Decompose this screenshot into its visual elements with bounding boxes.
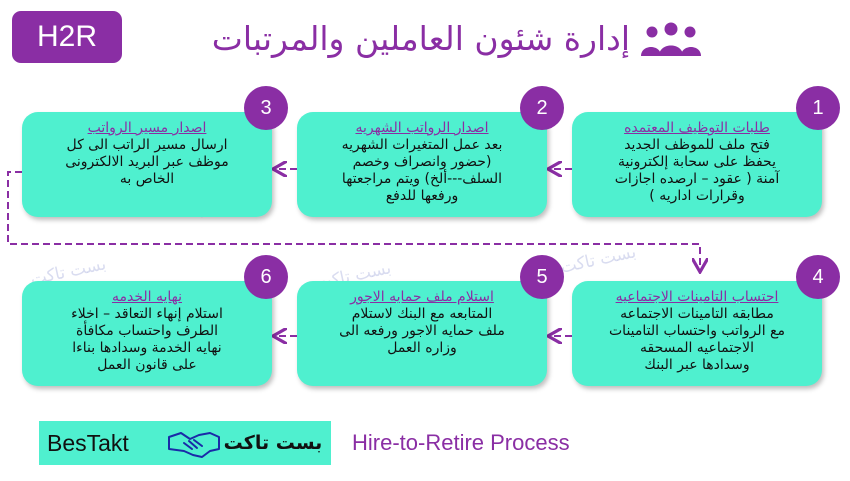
- step-body: ارسال مسير الراتب الى كل موظف عبر البريد…: [65, 137, 229, 187]
- step-card-4: احتساب التامينات الاجتماعيه مطابقه التام…: [572, 281, 822, 386]
- step-card-3: اصدار مسير الرواتب ارسال مسير الراتب الى…: [22, 112, 272, 217]
- step-body: مطابقه التامينات الاجتماعه مع الرواتب وا…: [609, 306, 785, 373]
- page-title: إدارة شئون العاملين والمرتبات: [211, 19, 630, 58]
- step-card-1: طلبات التوظيف المعتمده فتح ملف للموظف ال…: [572, 112, 822, 217]
- logo-text-ar: بست تاكت: [223, 432, 323, 454]
- step-title: استلام ملف حمايه الاجور: [350, 289, 494, 305]
- step-number-badge: 3: [244, 86, 288, 130]
- step-body: فتح ملف للموظف الجديد يحفظ على سحابة إلك…: [614, 137, 780, 204]
- process-caption: Hire-to-Retire Process: [352, 430, 570, 455]
- step-title: اصدار مسير الرواتب: [87, 120, 207, 136]
- step-card-5: استلام ملف حمايه الاجور المتابعه مع البن…: [297, 281, 547, 386]
- step-body: بعد عمل المتغيرات الشهريه (حضور وانصراف …: [341, 137, 503, 204]
- step-card-6: نهايه الخدمه استلام إنهاء التعاقد – اخلا…: [22, 281, 272, 386]
- step-number-badge: 2: [520, 86, 564, 130]
- step-body: المتابعه مع البنك لاستلام ملف حمايه الاج…: [339, 306, 505, 356]
- step-number-badge: 1: [796, 86, 840, 130]
- logo-text-en: BesTakt: [47, 430, 129, 456]
- step-card-2: اصدار الرواتب الشهريه بعد عمل المتغيرات …: [297, 112, 547, 217]
- step-title: احتساب التامينات الاجتماعيه: [615, 289, 779, 305]
- step-title: طلبات التوظيف المعتمده: [624, 120, 770, 136]
- bestakt-logo: BesTakt بست تاكت: [39, 421, 331, 465]
- arrow-step3-to-step4: [7, 171, 700, 270]
- step-title: اصدار الرواتب الشهريه: [355, 120, 489, 136]
- step-number-badge: 4: [796, 255, 840, 299]
- people-group-icon: [641, 22, 701, 56]
- step-number-badge: 6: [244, 255, 288, 299]
- step-body: استلام إنهاء التعاقد – اخلاء الطرف واحتس…: [71, 306, 223, 373]
- h2r-badge: H2R: [12, 11, 122, 63]
- handshake-icon: [168, 432, 220, 458]
- step-number-badge: 5: [520, 255, 564, 299]
- step-title: نهايه الخدمه: [111, 289, 182, 305]
